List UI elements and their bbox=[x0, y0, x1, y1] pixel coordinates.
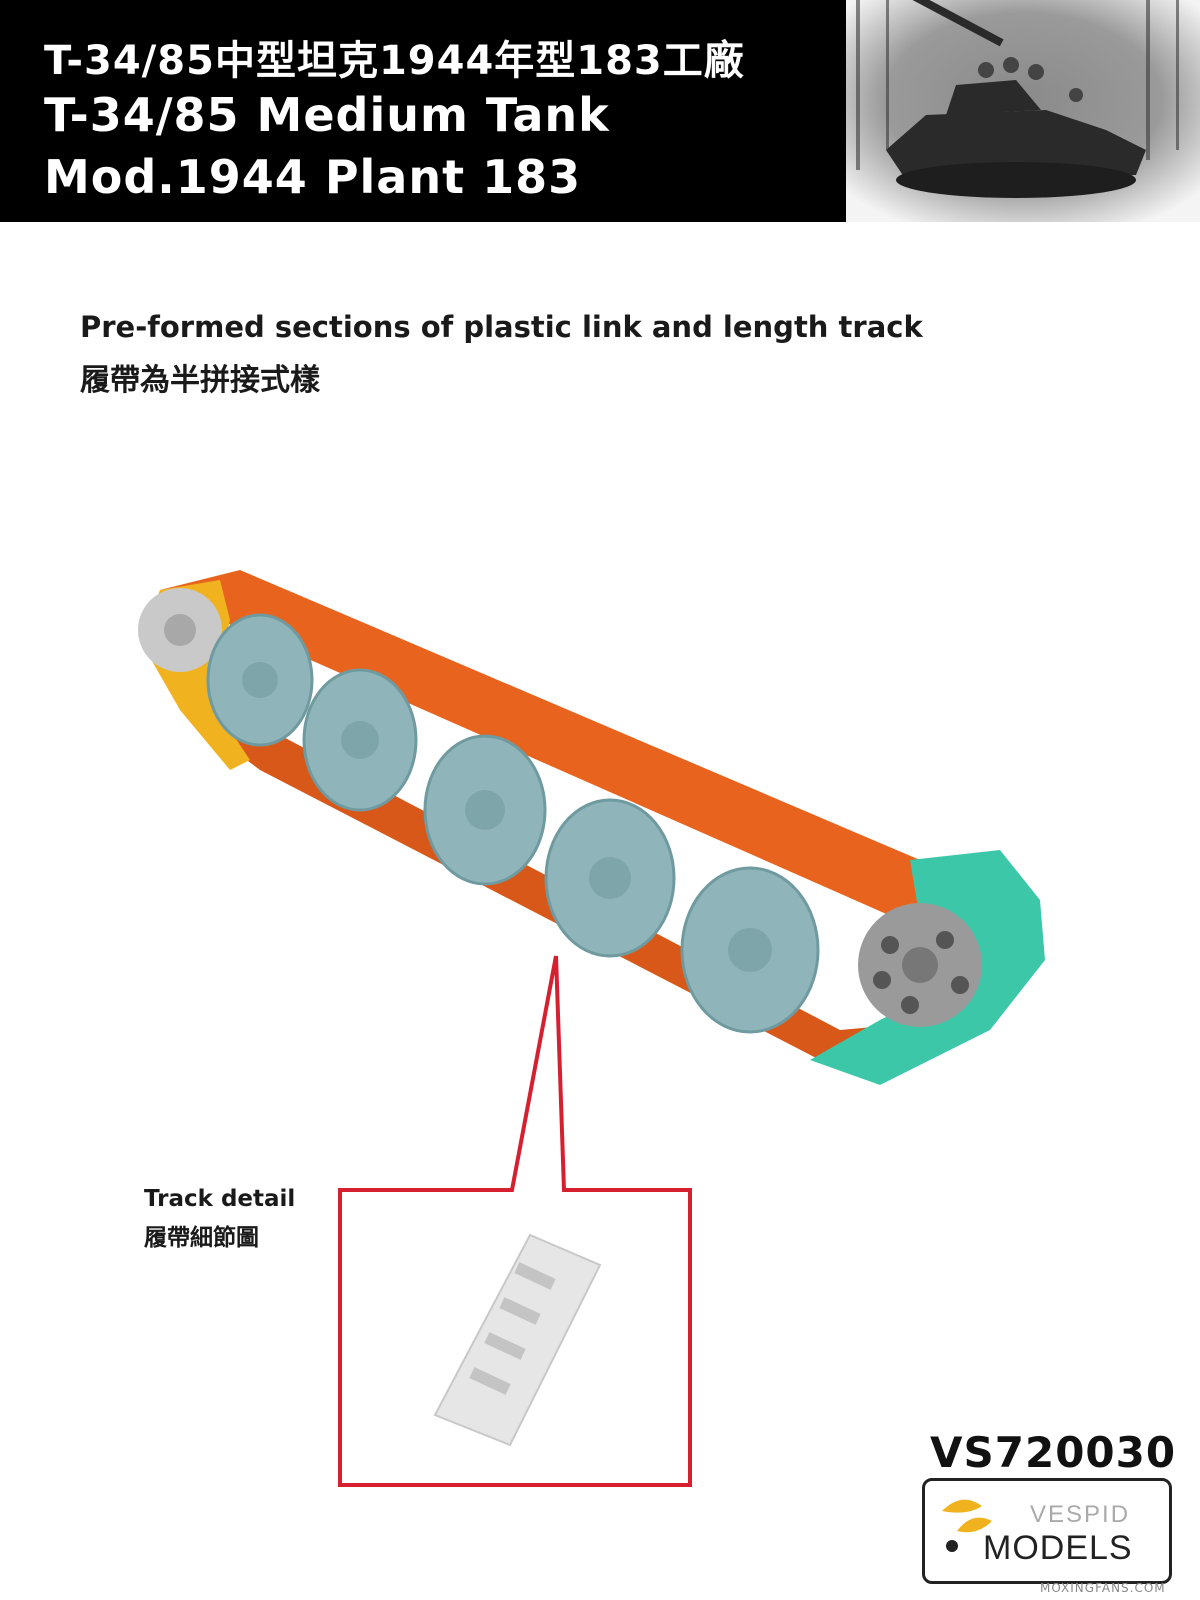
brand-logo: VESPID MODELS bbox=[922, 1478, 1172, 1584]
wasp-icon bbox=[942, 1499, 992, 1552]
track-detail-label-chinese: 履帶細節圖 bbox=[144, 1225, 259, 1251]
product-code: VS720030 bbox=[930, 1428, 1177, 1477]
feature-description-chinese: 履帶為半拼接式樣 bbox=[80, 363, 320, 398]
logo-text-bottom: MODELS bbox=[983, 1529, 1133, 1567]
track-link-detail-image bbox=[433, 1233, 602, 1447]
watermark: MOXINGFANS.COM bbox=[1040, 1581, 1166, 1595]
track-detail-label-english: Track detail bbox=[144, 1186, 296, 1212]
track-assembly-render bbox=[138, 570, 1045, 1085]
historical-tank-photo bbox=[846, 0, 1200, 222]
logo-text-top: VESPID bbox=[1030, 1501, 1131, 1528]
header-banner: T-34/85中型坦克1944年型183工廠 T-34/85 Medium Ta… bbox=[0, 0, 846, 222]
title-english-line-1: T-34/85 Medium Tank bbox=[44, 88, 610, 142]
title-chinese: T-34/85中型坦克1944年型183工廠 bbox=[44, 38, 745, 84]
feature-description-english: Pre-formed sections of plastic link and … bbox=[80, 310, 923, 344]
title-english-line-2: Mod.1944 Plant 183 bbox=[44, 150, 582, 204]
